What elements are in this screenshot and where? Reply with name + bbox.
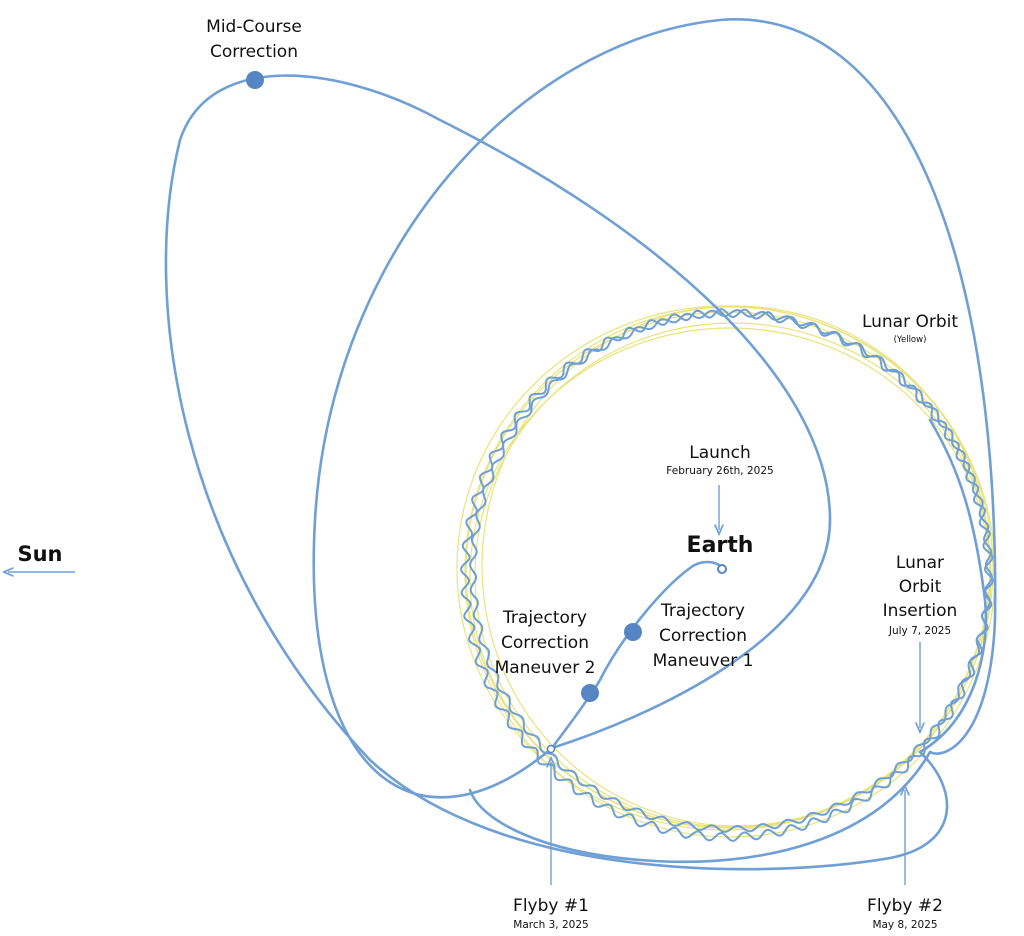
return-swing	[468, 750, 932, 864]
mid-course-marker	[246, 71, 264, 89]
flyby2-label: Flyby #2	[867, 896, 943, 916]
phasing-loops	[460, 308, 994, 842]
markers	[246, 71, 727, 754]
loi-label-line1: Lunar	[896, 553, 944, 573]
flyby1-date: March 3, 2025	[513, 919, 588, 931]
lunar-orbit-note: (Yellow)	[894, 335, 927, 345]
flyby1-marker	[546, 744, 556, 754]
mid-course-label-line1: Mid-Course	[206, 17, 302, 37]
earth-marker	[717, 564, 727, 574]
flyby1-label: Flyby #1	[513, 896, 589, 916]
tcm2-label-line3: Maneuver 2	[495, 658, 596, 678]
sun-label: Sun	[17, 542, 62, 566]
lunar-orbit-label: Lunar Orbit	[862, 312, 958, 332]
tcm1-label-line3: Maneuver 1	[653, 651, 754, 671]
arrows	[8, 485, 920, 885]
outer-loop-large	[312, 18, 997, 799]
tcm2-label-line1: Trajectory	[502, 608, 587, 628]
mid-course-label-line2: Correction	[210, 42, 298, 62]
phasing-loop-2	[469, 309, 993, 833]
earth-label: Earth	[687, 533, 754, 558]
mid-course-loop	[164, 74, 949, 871]
launch-label: Launch	[689, 443, 751, 463]
labels: Mid-Course Correction Lunar Orbit (Yello…	[17, 17, 958, 931]
launch-date: February 26th, 2025	[666, 465, 773, 477]
tcm2-marker	[581, 684, 599, 702]
tcm1-marker	[624, 623, 642, 641]
loi-date: July 7, 2025	[888, 625, 951, 637]
tcm1-label-line2: Correction	[659, 626, 747, 646]
flyby2-date: May 8, 2025	[872, 919, 937, 931]
loi-label-line2: Orbit	[899, 577, 942, 597]
loi-label-line3: Insertion	[883, 601, 958, 621]
tcm1-label-line1: Trajectory	[660, 601, 745, 621]
tcm2-label-line2: Correction	[501, 633, 589, 653]
trajectory-paths	[164, 18, 997, 871]
loi-spiral	[918, 418, 988, 754]
